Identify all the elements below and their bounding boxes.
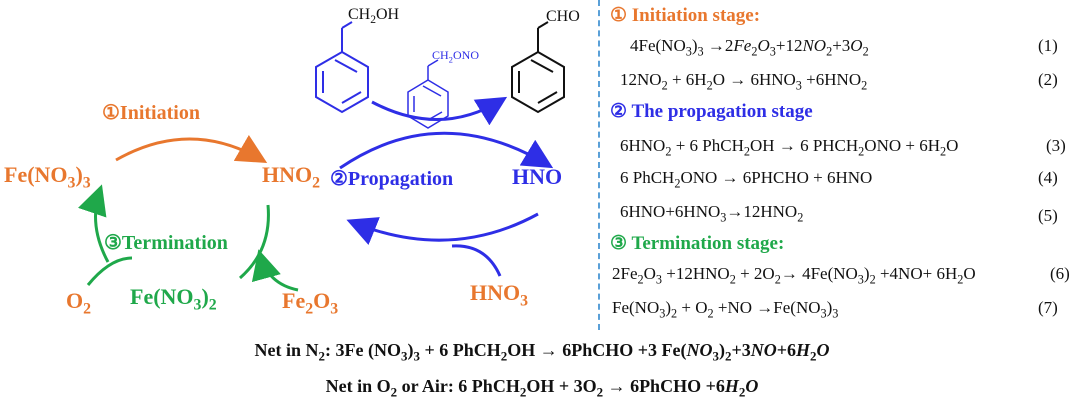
propagation-label: ②Propagation bbox=[330, 168, 454, 190]
initiation-arrow bbox=[115, 134, 268, 164]
benzaldehyde-structure bbox=[511, 21, 565, 114]
equation-5: 6HNO+6HNO3→12HNO2 bbox=[620, 202, 804, 225]
equation-3-number: (3) bbox=[1046, 136, 1066, 155]
termination-label: ③Termination bbox=[104, 232, 228, 254]
species-o2: O2 bbox=[66, 288, 92, 318]
equation-7: Fe(NO3)2 + O2 +NO →Fe(NO3)3 bbox=[612, 298, 839, 321]
propagation-stage-title: ② The propagation stage bbox=[610, 101, 813, 122]
benzyl-alcohol-group-label: CH2OH bbox=[348, 6, 400, 27]
o2-feed-arrow bbox=[86, 256, 133, 286]
benzyl-nitrite-structure bbox=[407, 59, 449, 129]
aldehyde-group-label: CHO bbox=[546, 8, 580, 25]
equation-4-number: (4) bbox=[1038, 168, 1058, 187]
equations-panel: ① Initiation stage: 4Fe(NO3)3 →2Fe2O3+12… bbox=[606, 0, 1084, 330]
nitrite-group-label: CH2ONO bbox=[432, 48, 479, 65]
equation-4: 6 PhCH2ONO → 6PHCHO + 6HNO bbox=[620, 168, 873, 191]
benzyl-alcohol-structure bbox=[315, 21, 369, 114]
species-fe2o3: Fe2O3 bbox=[282, 288, 339, 318]
hno3-feed-arrow bbox=[451, 244, 502, 277]
benzyl-alcohol-in-arrow bbox=[371, 96, 508, 126]
panel-separator bbox=[598, 0, 600, 330]
species-fe-no3-2: Fe(NO3)2 bbox=[130, 284, 217, 314]
fe2o3-feed-arrow bbox=[251, 249, 299, 292]
reaction-cycle-diagram bbox=[78, 21, 565, 292]
equation-6-number: (6) bbox=[1050, 264, 1070, 283]
termination-arc-left bbox=[78, 184, 110, 263]
equation-7-number: (7) bbox=[1038, 298, 1058, 317]
equation-1: 4Fe(NO3)3 →2Fe2O3+12NO2+3O2 bbox=[630, 36, 869, 59]
equation-2-number: (2) bbox=[1038, 70, 1058, 89]
termination-stage-title: ③ Termination stage: bbox=[610, 233, 785, 254]
species-hno3: HNO3 bbox=[470, 280, 529, 310]
propagation-arrow-bottom bbox=[346, 212, 539, 245]
termination-arc-right bbox=[239, 204, 270, 280]
net-equation-n2: Net in N2: 3Fe (NO3)3 + 6 PhCH2OH → 6PhC… bbox=[254, 340, 830, 364]
equation-5-number: (5) bbox=[1038, 206, 1058, 225]
equation-3: 6HNO2 + 6 PhCH2OH → 6 PHCH2ONO + 6H2O bbox=[620, 136, 959, 159]
equation-2: 12NO2 + 6H2O → 6HNO3 +6HNO2 bbox=[620, 70, 868, 93]
initiation-stage-title: ① Initiation stage: bbox=[610, 5, 761, 26]
species-hno2: HNO2 bbox=[262, 162, 321, 192]
initiation-label: ①Initiation bbox=[102, 102, 200, 124]
equation-6: 2Fe2O3 +12HNO2 + 2O2→ 4Fe(NO3)2 +4NO+ 6H… bbox=[612, 264, 976, 287]
net-equation-o2: Net in O2 or Air: 6 PhCH2OH + 3O2 → 6PhC… bbox=[325, 376, 759, 400]
species-hno: HNO bbox=[512, 164, 563, 189]
equation-1-number: (1) bbox=[1038, 36, 1058, 55]
species-fe-no3-3: Fe(NO3)3 bbox=[4, 162, 91, 192]
propagation-arrow-top bbox=[339, 131, 554, 170]
